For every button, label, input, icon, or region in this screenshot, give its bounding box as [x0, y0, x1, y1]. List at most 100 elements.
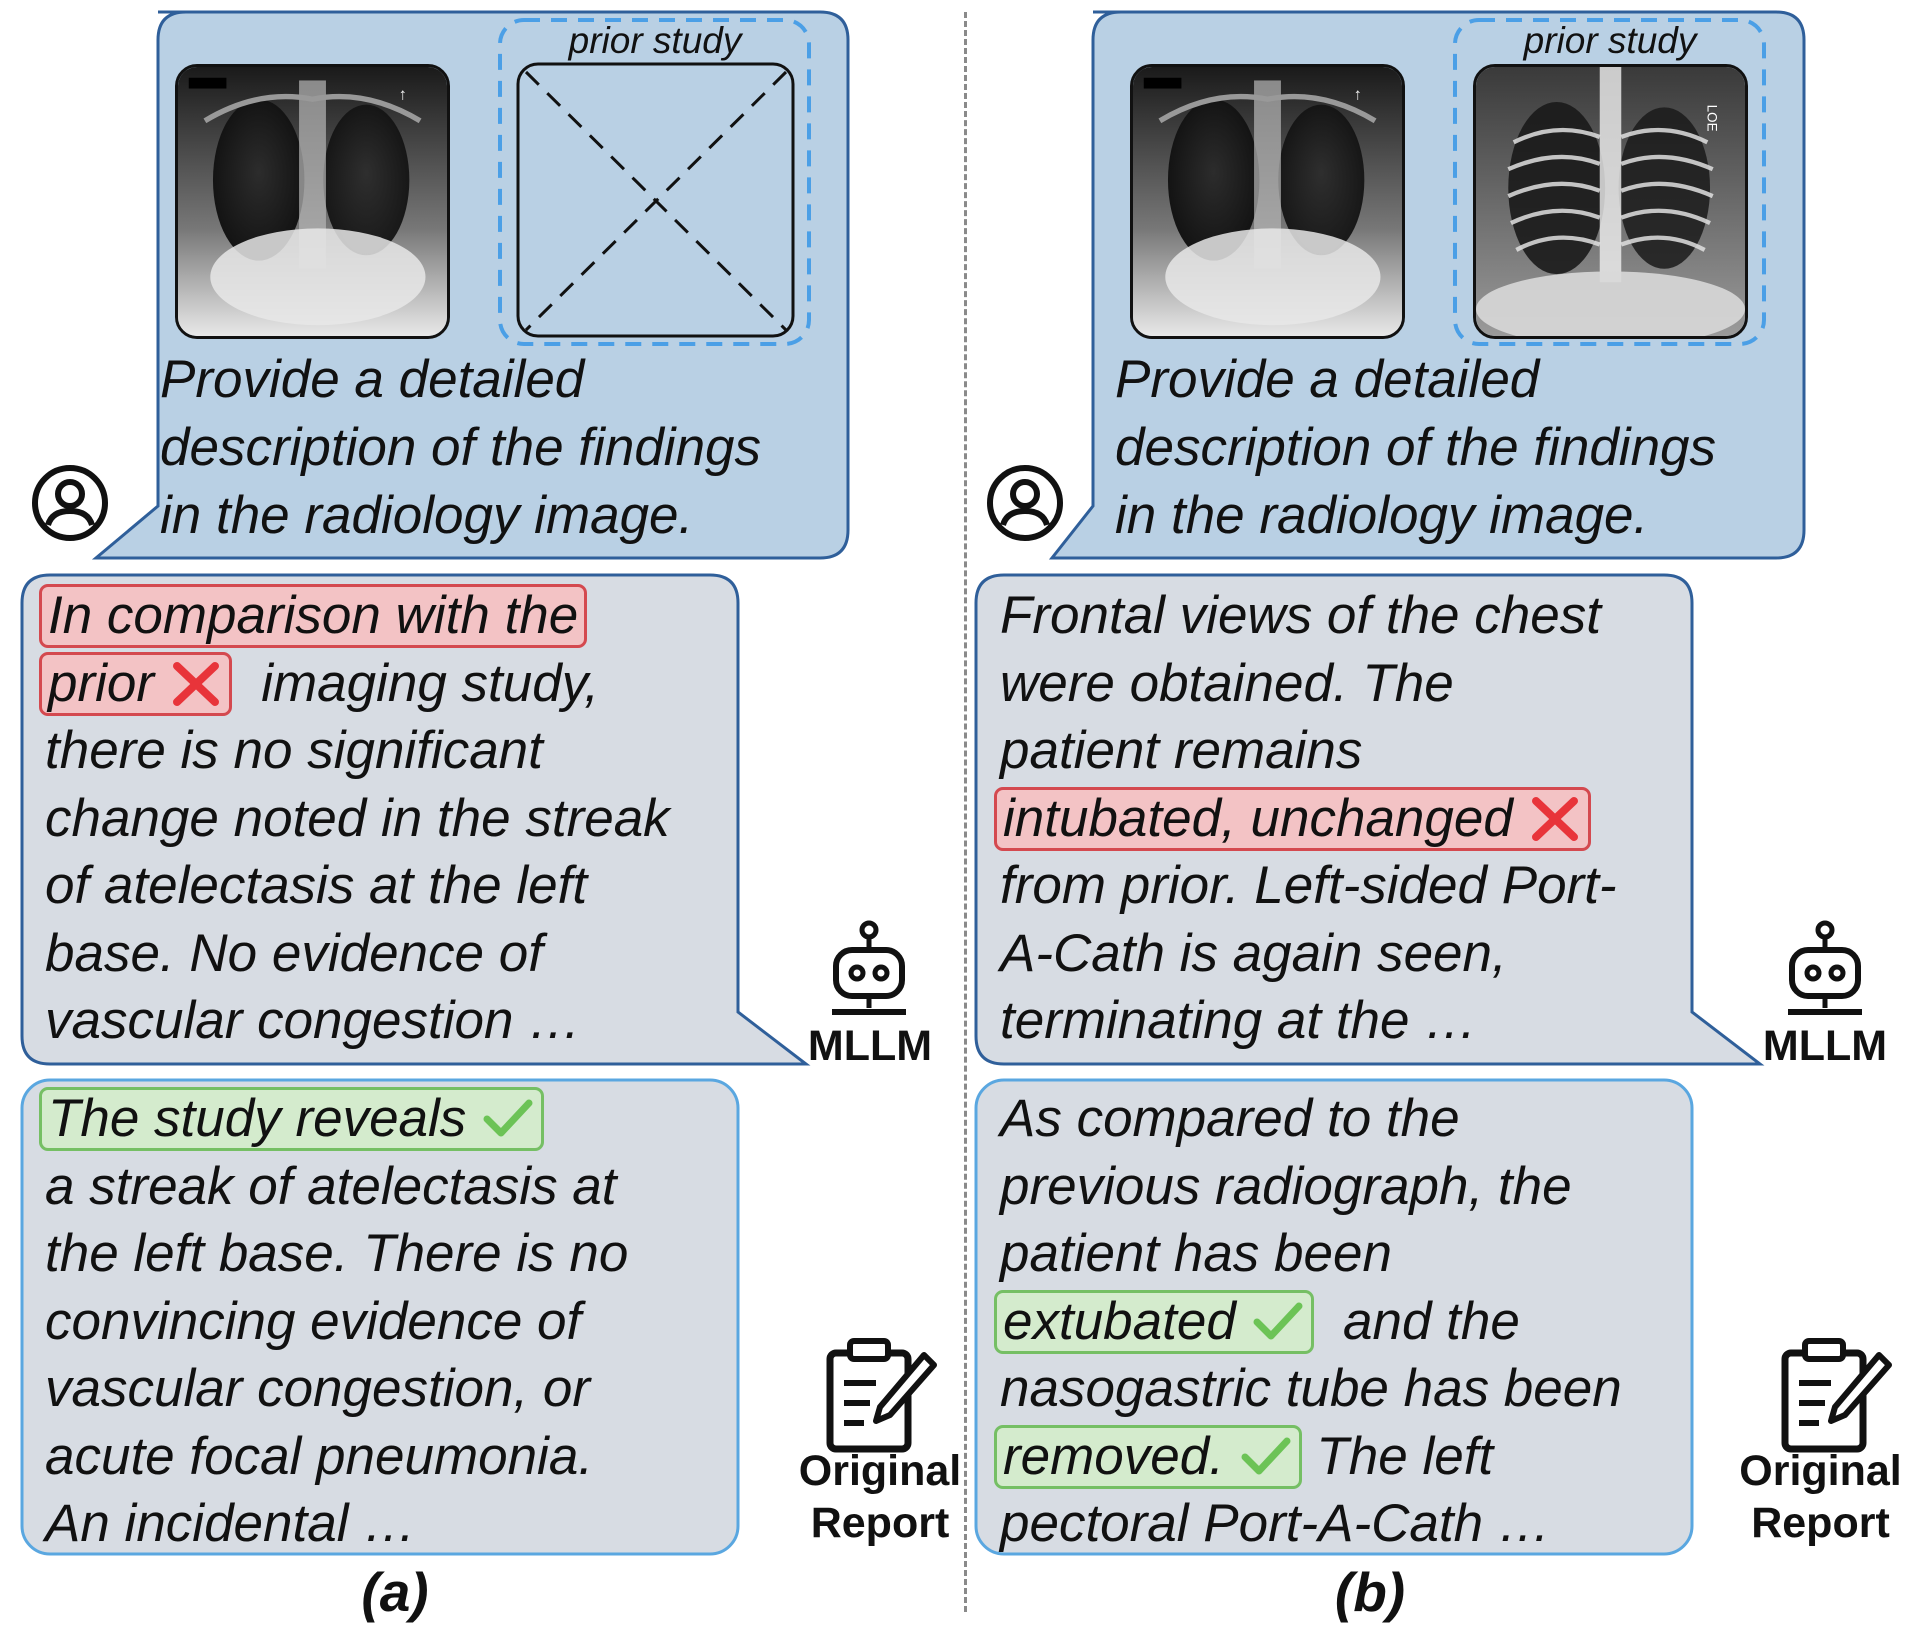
current-xray: ↑ [175, 64, 450, 339]
prompt-line: Provide a detailed [160, 350, 585, 409]
incorrect-highlight: prior [39, 651, 232, 716]
text-line: convincing evidence of [45, 1288, 628, 1356]
highlight-text: The study reveals [48, 1089, 467, 1148]
text-line: intubated, unchanged [994, 785, 1617, 853]
mllm-label: MLLM [1762, 1022, 1888, 1070]
body-text: change noted in the streak [45, 788, 670, 848]
report-bubble [20, 1078, 740, 1556]
report-text: As compared to the previous radiograph, t… [994, 1085, 1622, 1558]
text-line: A-Cath is again seen, [1000, 920, 1617, 988]
report-text: The study reveals a streak of atelectasi… [39, 1085, 628, 1558]
correct-highlight: removed. [994, 1424, 1302, 1489]
prompt-line: description of the findings [160, 418, 762, 477]
clipboard-icon [820, 1335, 940, 1453]
prompt-line: description of the findings [1115, 418, 1717, 477]
body-text: pectoral Port-A-Cath … [1000, 1494, 1551, 1553]
text-line: In comparison with the [39, 582, 670, 650]
text-line: vascular congestion … [45, 987, 670, 1055]
body-text: there is no significant [45, 721, 543, 780]
body-text: the left base. There is no [45, 1224, 629, 1283]
text-line: extubated and the [994, 1288, 1622, 1356]
text-line: were obtained. The [1000, 650, 1617, 718]
text-line: from prior. Left-sided Port- [1000, 852, 1617, 920]
svg-text:LOE: LOE [1704, 105, 1719, 132]
body-text: previous radiograph, the [1000, 1156, 1572, 1216]
body-text: patient remains [1000, 721, 1363, 780]
mllm-label: MLLM [807, 1022, 933, 1070]
body-text: Frontal views of the chest [1000, 586, 1601, 645]
robot-icon [1778, 920, 1872, 1020]
body-text: vascular congestion … [45, 991, 582, 1050]
prompt-line: in the radiology image. [1115, 486, 1649, 545]
text-line: The study reveals [39, 1085, 628, 1153]
text-line: prior imaging study, [39, 650, 670, 718]
original-report-label: Original Report [1739, 1447, 1902, 1547]
body-text: of atelectasis at the left [45, 856, 588, 915]
text-line: pectoral Port-A-Cath … [1000, 1490, 1622, 1558]
prior-xray: LOE [1473, 64, 1748, 339]
body-text: patient has been [1000, 1224, 1392, 1283]
text-line: vascular congestion, or [45, 1355, 628, 1423]
text-line: of atelectasis at the left [45, 852, 670, 920]
prior-study-label: prior study [568, 20, 742, 61]
user-icon [985, 463, 1065, 543]
incorrect-highlight: In comparison with the [39, 584, 588, 648]
incorrect-highlight: intubated, unchanged [994, 786, 1591, 851]
prompt-line: Provide a detailed [1115, 350, 1540, 409]
check-mark-icon [1239, 1431, 1293, 1481]
svg-text:↑: ↑ [399, 85, 407, 103]
text-line: the left base. There is no [45, 1220, 628, 1288]
highlight-text: prior [48, 653, 155, 713]
highlight-text: intubated, unchanged [1003, 788, 1513, 848]
panel-label: (b) [1334, 1561, 1406, 1623]
prompt-text: Provide a detailed description of the fi… [160, 346, 761, 550]
text-line: removed. The left [994, 1423, 1622, 1491]
svg-text:↑: ↑ [1354, 85, 1362, 103]
body-text: A-Cath is again seen, [1000, 923, 1507, 983]
clipboard-icon [1775, 1335, 1895, 1453]
highlight-text: In comparison with the [48, 586, 579, 645]
body-text: from prior. Left-sided Port- [1000, 856, 1617, 915]
robot-icon [822, 920, 916, 1020]
text-line: An incidental … [45, 1490, 628, 1558]
text-line: base. No evidence of [45, 920, 670, 988]
user-icon [30, 463, 110, 543]
correct-highlight: extubated [994, 1289, 1314, 1354]
text-line: Frontal views of the chest [1000, 582, 1617, 650]
text-line: patient has been [1000, 1220, 1622, 1288]
text-line: there is no significant [45, 717, 670, 785]
highlight-text: extubated [1003, 1291, 1236, 1351]
check-mark-icon [481, 1093, 535, 1143]
prior-study-label: prior study [1523, 20, 1697, 61]
body-text: imaging study, [231, 653, 600, 713]
prior-study-box [498, 18, 811, 346]
current-xray: ↑ [1130, 64, 1405, 339]
body-text: The left [1301, 1426, 1494, 1486]
text-line: a streak of atelectasis at [45, 1153, 628, 1221]
prompt-line: in the radiology image. [160, 486, 694, 545]
body-text: vascular congestion, or [45, 1359, 591, 1418]
panel-divider [964, 12, 967, 1612]
text-line: change noted in the streak [45, 785, 670, 853]
check-mark-icon [1251, 1296, 1305, 1346]
body-text: terminating at the … [1000, 991, 1478, 1050]
body-text: As compared to the [1000, 1089, 1460, 1148]
body-text: acute focal pneumonia. [45, 1426, 594, 1486]
text-line: patient remains [1000, 717, 1617, 785]
text-line: terminating at the … [1000, 987, 1617, 1055]
highlight-text: removed. [1003, 1426, 1224, 1486]
body-text: An incidental … [45, 1494, 417, 1553]
body-text: convincing evidence of [45, 1291, 582, 1351]
correct-highlight: The study reveals [39, 1087, 545, 1151]
cross-mark-icon [1528, 793, 1582, 843]
body-text: a streak of atelectasis at [45, 1156, 617, 1216]
body-text: and the [1313, 1291, 1520, 1351]
text-line: As compared to the [1000, 1085, 1622, 1153]
prior-study-box [1453, 18, 1766, 346]
body-text: base. No evidence of [45, 923, 543, 983]
text-line: acute focal pneumonia. [45, 1423, 628, 1491]
missing-prior-frame [516, 62, 795, 338]
